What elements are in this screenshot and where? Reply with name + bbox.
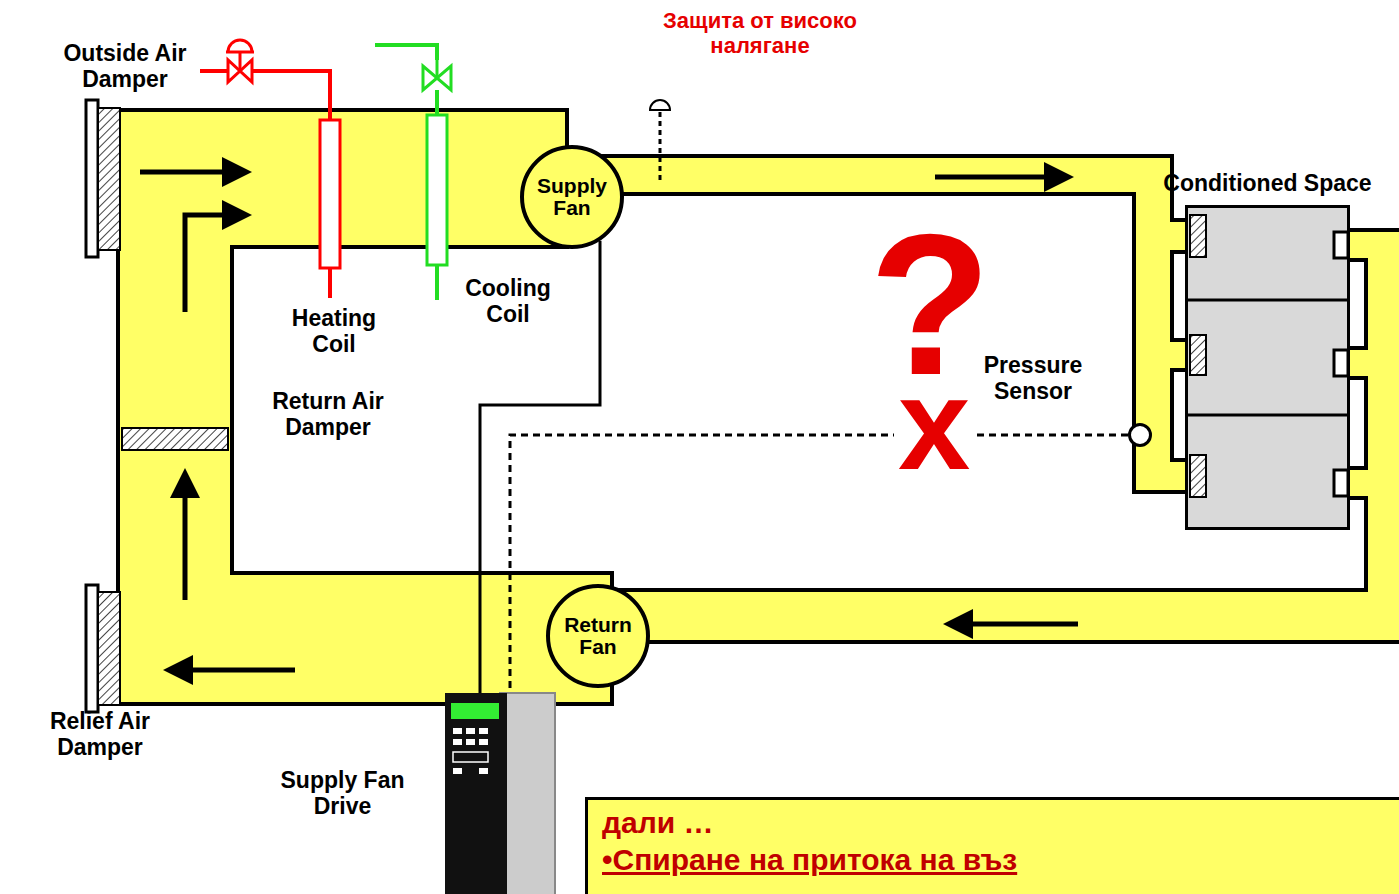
drive-unit — [479, 739, 488, 745]
drive-unit — [453, 752, 488, 762]
cooling-coil — [436, 60, 439, 78]
drive-unit — [451, 703, 499, 719]
drive-unit — [466, 739, 475, 745]
drive-unit — [453, 728, 462, 734]
outside-air-louver — [98, 108, 120, 250]
warning-label: Защита от високо налягане — [655, 8, 865, 59]
outside-air-louver — [86, 100, 98, 257]
question-mark: ? — [860, 205, 1000, 405]
duct-fill — [120, 112, 1399, 702]
drive-unit — [479, 728, 488, 734]
drive-unit — [445, 693, 507, 894]
heating-coil — [200, 71, 330, 120]
flow-arrow — [175, 668, 295, 673]
heating-coil — [200, 40, 340, 298]
pressure-sensor: Pressure Sensor — [1128, 423, 1152, 447]
coil-label: Cooling Coil — [452, 275, 564, 328]
conditioned-room — [1334, 232, 1348, 258]
drive-unit — [500, 693, 555, 894]
conditioned-room — [1190, 335, 1206, 375]
duct-fill — [120, 112, 1399, 702]
relief-air-louver — [86, 585, 98, 712]
drive-unit — [453, 768, 462, 774]
flow-arrow — [955, 622, 1078, 627]
flow-arrow — [140, 170, 240, 175]
damper-label: Return Air Damper — [258, 388, 398, 441]
cooling-coil — [375, 45, 437, 60]
damper-label: Outside Air Damper — [45, 40, 205, 93]
note-text: дали … — [602, 806, 1399, 841]
drive-unit — [479, 768, 488, 774]
signal-line — [510, 435, 1128, 693]
conditioned-room — [1190, 455, 1206, 497]
return-air-damper — [122, 428, 228, 450]
conditioned-room — [1185, 205, 1350, 530]
conditioned-room — [1185, 205, 1350, 530]
heating-coil — [328, 268, 332, 298]
fan-label: Supply Fan — [531, 175, 613, 219]
heating-coil — [226, 51, 254, 54]
high-pressure-switch — [659, 112, 662, 182]
fan-circle: Supply Fan — [520, 145, 624, 249]
cooling-coil — [435, 265, 439, 300]
relief-air-louver — [86, 585, 120, 712]
drive-unit — [453, 739, 462, 745]
conditioned-room — [1185, 300, 1350, 415]
note-text: •Спиране на притока на въз — [602, 843, 1399, 878]
duct-outline — [120, 112, 1399, 702]
drive-unit — [445, 693, 555, 894]
damper-label: Relief Air Damper — [20, 708, 180, 761]
note-box: дали …•Спиране на притока на въз — [585, 797, 1399, 894]
drive-unit — [466, 728, 475, 734]
drive-label: Supply Fan Drive — [255, 767, 430, 820]
heating-coil — [239, 52, 242, 71]
heating-coil — [320, 120, 340, 268]
flow-arrow — [185, 215, 240, 312]
coil-label: Heating Coil — [278, 305, 390, 358]
relief-air-louver — [98, 592, 120, 705]
cooling-coil — [427, 115, 447, 265]
flow-arrow — [183, 480, 188, 600]
conditioned-room — [1334, 350, 1348, 376]
high-pressure-switch — [650, 100, 670, 110]
fan-label: Return Fan — [557, 614, 639, 658]
flow-arrow — [935, 175, 1062, 180]
cooling-coil — [435, 90, 439, 115]
conditioned-room — [1334, 470, 1348, 496]
outside-air-louver — [86, 100, 120, 257]
return-air-damper — [122, 428, 228, 450]
cross-mark: x — [894, 385, 974, 463]
cooling-coil — [375, 45, 451, 300]
heating-coil — [228, 40, 252, 52]
drive-box: Supply Fan Drive — [445, 693, 555, 894]
conditioned-room — [1190, 215, 1206, 257]
room-label: Conditioned Space — [1163, 170, 1373, 196]
high-pressure-switch — [650, 100, 670, 182]
room-box: Conditioned Space — [1185, 205, 1350, 530]
fan-circle: Return Fan — [546, 584, 650, 688]
duct-outline — [120, 112, 1399, 702]
